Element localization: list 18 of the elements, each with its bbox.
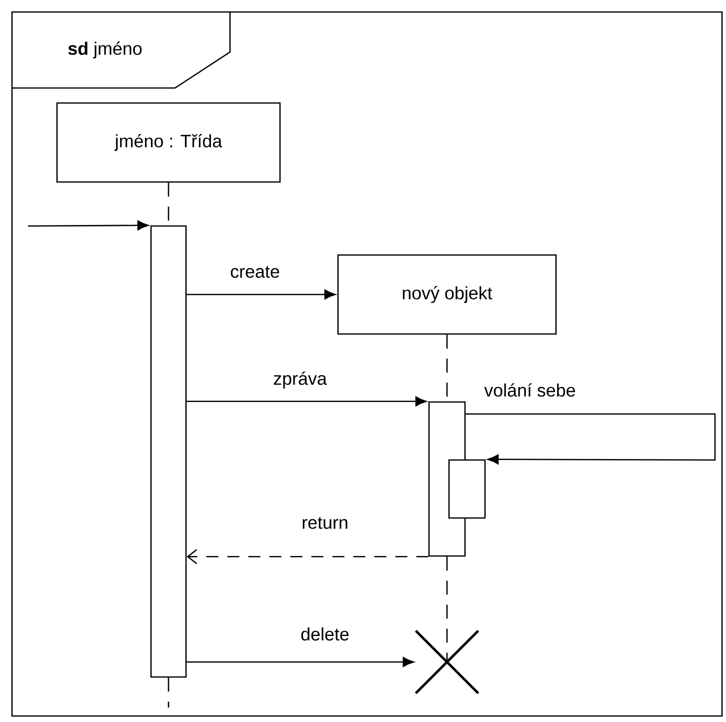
message-arrow — [186, 396, 427, 406]
lifeline — [168, 678, 170, 708]
destruction-mark — [414, 630, 480, 694]
return-arrow — [186, 549, 428, 564]
lifeline — [446, 556, 448, 662]
activation-bar — [448, 459, 486, 519]
message-arrow — [186, 657, 414, 667]
edge-label: zpráva — [272, 370, 328, 390]
object-box: nový objekt — [337, 254, 557, 335]
message-arrow — [28, 220, 149, 230]
activation-bar — [150, 225, 187, 678]
object-box: jméno : Třída — [56, 102, 281, 183]
edge-label: return — [300, 516, 350, 530]
edge-label: delete — [300, 626, 350, 642]
edge-label: create — [229, 265, 281, 279]
message-arrow — [466, 413, 716, 464]
message-arrow — [186, 290, 336, 300]
edge-label: volání sebe — [483, 382, 577, 398]
